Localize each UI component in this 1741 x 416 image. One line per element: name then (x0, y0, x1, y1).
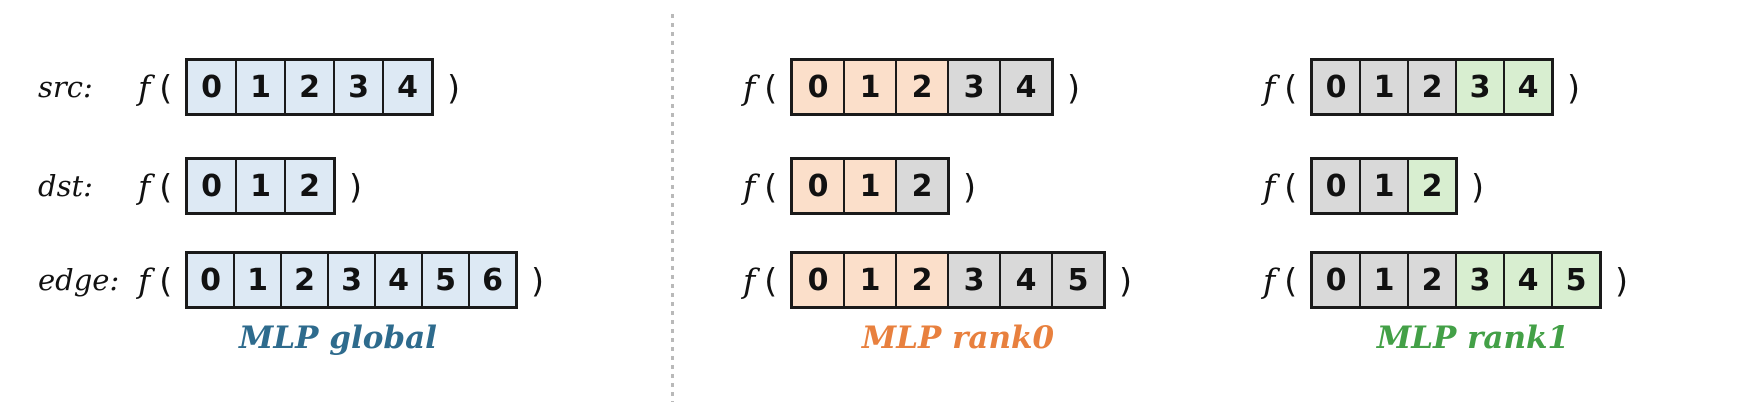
tensor-cell: 1 (843, 61, 896, 113)
close-paren: ) (349, 166, 362, 206)
tensor-cell: 2 (284, 160, 334, 212)
tensor-cell: 0 (188, 160, 236, 212)
close-paren: ) (1567, 67, 1580, 107)
tensor-cell: 0 (1313, 61, 1360, 113)
tensor-cell: 2 (895, 254, 948, 306)
tensor-cell: 4 (999, 254, 1052, 306)
tensor-cell: 4 (999, 61, 1052, 113)
function-symbol: f (743, 166, 756, 206)
tensor-cell: 1 (1359, 160, 1408, 212)
open-paren: ( (1284, 67, 1298, 107)
panel-caption: MLP global (239, 320, 437, 356)
tensor-cell: 1 (235, 160, 285, 212)
close-paren: ) (1119, 260, 1132, 300)
tensor-cell: 3 (327, 254, 375, 306)
function-symbol: f (1263, 260, 1276, 300)
close-paren: ) (447, 67, 460, 107)
open-paren: ( (1284, 166, 1298, 206)
close-paren: ) (1615, 260, 1628, 300)
tensor-cell: 1 (1359, 254, 1408, 306)
function-symbol: f (138, 166, 151, 206)
tensor-cell: 1 (233, 254, 281, 306)
tensor-cell: 6 (468, 254, 516, 306)
tensor-cell: 0 (188, 61, 236, 113)
open-paren: ( (764, 260, 778, 300)
tensor-cell: 2 (284, 61, 334, 113)
tensor-cell: 0 (188, 254, 234, 306)
tensor-cell: 5 (421, 254, 469, 306)
tensor-cell: 2 (895, 160, 948, 212)
function-symbol: f (1263, 67, 1276, 107)
open-paren: ( (159, 166, 173, 206)
tensor-cell: 0 (793, 61, 844, 113)
tensor-cell: 3 (333, 61, 383, 113)
tensor-cell: 4 (382, 61, 432, 113)
row-label: src: (38, 70, 93, 104)
tensor-cell: 2 (280, 254, 328, 306)
tensor-cell: 0 (1313, 160, 1360, 212)
tensor-cell: 4 (374, 254, 422, 306)
tensor-cell: 5 (1551, 254, 1600, 306)
close-paren: ) (963, 166, 976, 206)
tensor-cell: 0 (793, 160, 844, 212)
tensor-cell: 0 (1313, 254, 1360, 306)
function-symbol: f (1263, 166, 1276, 206)
close-paren: ) (1471, 166, 1484, 206)
tensor-cell: 1 (843, 254, 896, 306)
tensor-cell: 1 (1359, 61, 1408, 113)
panel-caption: MLP rank0 (861, 320, 1055, 356)
tensor-cell: 3 (947, 61, 1000, 113)
row-label: dst: (38, 169, 93, 203)
tensor-cell: 5 (1051, 254, 1104, 306)
tensor-cell: 3 (1455, 61, 1504, 113)
open-paren: ( (764, 67, 778, 107)
tensor-cell: 4 (1503, 254, 1552, 306)
tensor-cell: 4 (1503, 61, 1552, 113)
open-paren: ( (764, 166, 778, 206)
open-paren: ( (159, 67, 173, 107)
column-divider-dotted-line (671, 14, 674, 402)
function-symbol: f (138, 67, 151, 107)
tensor-cell: 1 (843, 160, 896, 212)
tensor-cell: 3 (947, 254, 1000, 306)
tensor-cell: 0 (793, 254, 844, 306)
close-paren: ) (1067, 67, 1080, 107)
tensor-cell: 2 (1407, 160, 1456, 212)
close-paren: ) (531, 260, 544, 300)
panel-caption: MLP rank1 (1376, 320, 1570, 356)
tensor-cell: 3 (1455, 254, 1504, 306)
function-symbol: f (743, 260, 756, 300)
tensor-cell: 2 (1407, 61, 1456, 113)
tensor-cell: 2 (895, 61, 948, 113)
function-symbol: f (138, 260, 151, 300)
row-label: edge: (38, 263, 120, 297)
tensor-cell: 2 (1407, 254, 1456, 306)
open-paren: ( (159, 260, 173, 300)
open-paren: ( (1284, 260, 1298, 300)
tensor-cell: 1 (235, 61, 285, 113)
function-symbol: f (743, 67, 756, 107)
